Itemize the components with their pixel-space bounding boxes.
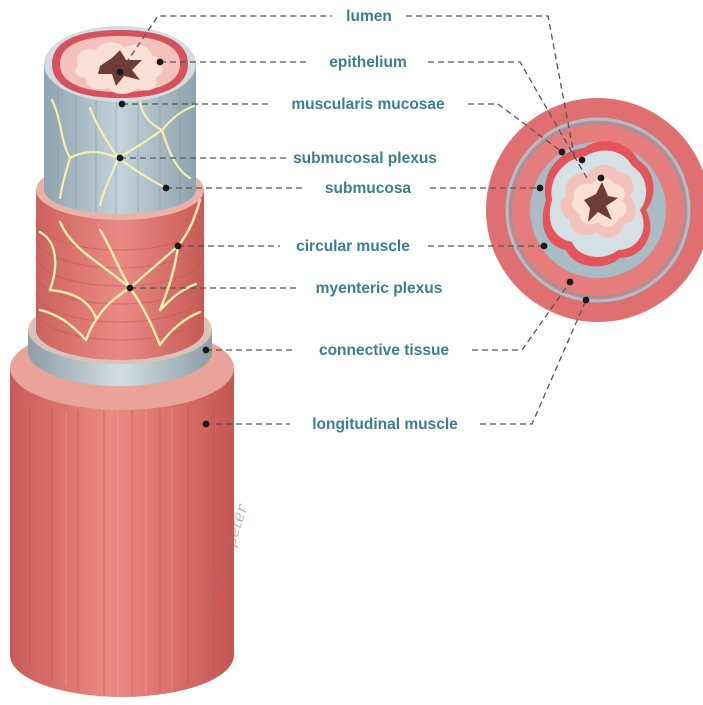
label-submucosa: submucosa: [325, 180, 412, 197]
label-submucosal-plexus: submucosal plexus: [293, 150, 437, 167]
label-longitudinal-muscle: longitudinal muscle: [312, 416, 458, 433]
label-lumen: lumen: [346, 8, 392, 25]
label-circular-muscle: circular muscle: [296, 238, 410, 255]
label-muscularis-mucosae: muscularis mucosae: [291, 96, 445, 113]
label-myenteric-plexus: myenteric plexus: [316, 280, 443, 297]
label-connective-tissue: connective tissue: [319, 342, 449, 359]
label-epithelium: epithelium: [329, 54, 407, 71]
labels: lumen epithelium muscularis mucosae subm…: [291, 8, 458, 433]
cross-section: [486, 98, 703, 322]
submucosa-layer: [44, 26, 196, 214]
